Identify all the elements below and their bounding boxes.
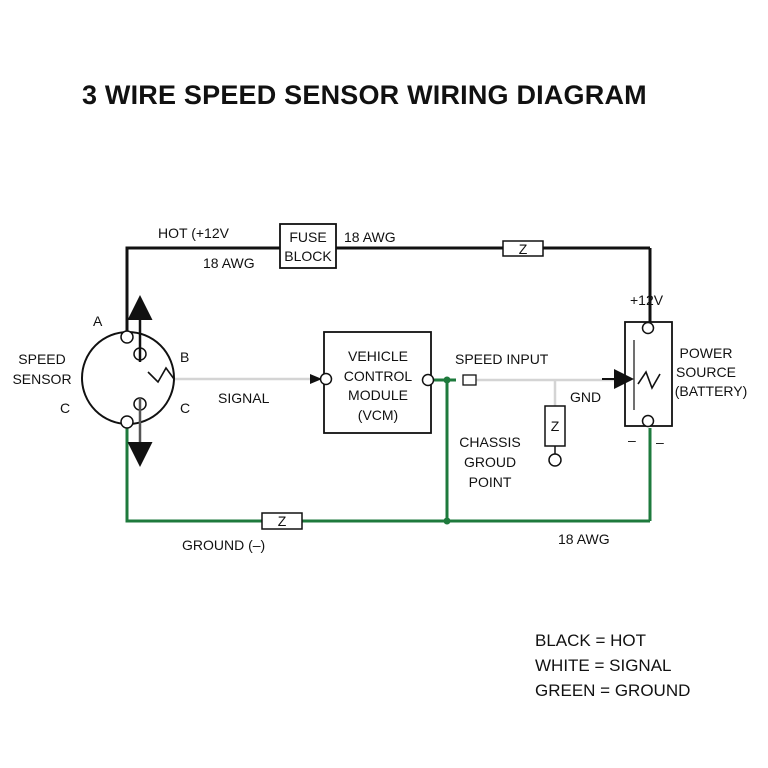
battery-label-line2: SOURCE bbox=[676, 364, 736, 380]
battery-label-line1: POWER bbox=[680, 345, 733, 361]
battery-positive-label: +12V bbox=[630, 292, 664, 308]
speed-input-connector bbox=[462, 374, 477, 386]
hot-wire-resistor: Z bbox=[502, 240, 544, 257]
signal-wire-label: SIGNAL bbox=[218, 390, 270, 406]
chassis-label-line3: POINT bbox=[469, 474, 512, 490]
chassis-ground-point: Z bbox=[544, 405, 566, 467]
battery-label-line3: (BATTERY) bbox=[675, 383, 748, 399]
ground-wire-resistor: Z bbox=[261, 512, 303, 530]
diagram-title: 3 WIRE SPEED SENSOR WIRING DIAGRAM bbox=[82, 80, 647, 110]
hot-wire-label: HOT (+12V bbox=[158, 225, 230, 241]
legend-green-ground: GREEN = GROUND bbox=[535, 681, 690, 700]
hot-wire-gauge-right: 18 AWG bbox=[344, 229, 396, 245]
ground-wire-resistor-symbol: Z bbox=[278, 513, 287, 529]
vcm-label-line4: (VCM) bbox=[358, 407, 398, 423]
fuse-block: FUSE BLOCK bbox=[279, 223, 337, 269]
legend-white-signal: WHITE = SIGNAL bbox=[535, 656, 672, 675]
ground-wire-gauge: 18 AWG bbox=[558, 531, 610, 547]
battery-gnd-label: GND bbox=[570, 389, 601, 405]
legend-black-hot: BLACK = HOT bbox=[535, 631, 646, 650]
vcm-label-line1: VEHICLE bbox=[348, 348, 408, 364]
chassis-resistor-symbol: Z bbox=[551, 418, 560, 434]
sensor-pin-c-left: C bbox=[60, 400, 70, 416]
hot-wire-gauge-left: 18 AWG bbox=[203, 255, 255, 271]
chassis-label-line1: CHASSIS bbox=[459, 434, 520, 450]
sensor-pin-c-right: C bbox=[180, 400, 190, 416]
sensor-label-line1: SPEED bbox=[18, 351, 65, 367]
sensor-label-line2: SENSOR bbox=[12, 371, 71, 387]
ground-wire-label: GROUND (–) bbox=[182, 537, 265, 553]
fuse-block-label-line1: FUSE bbox=[289, 229, 326, 245]
hot-wire bbox=[125, 246, 652, 332]
battery-minus-left: – bbox=[628, 432, 636, 448]
chassis-label-line2: GROUD bbox=[464, 454, 516, 470]
color-legend: BLACK = HOT WHITE = SIGNAL GREEN = GROUN… bbox=[535, 631, 690, 700]
speed-sensor bbox=[81, 295, 175, 467]
signal-wire bbox=[172, 374, 625, 406]
speed-input-label: SPEED INPUT bbox=[455, 351, 549, 367]
hot-wire-resistor-symbol: Z bbox=[519, 241, 528, 257]
power-source-battery bbox=[602, 321, 673, 428]
vehicle-control-module: VEHICLE CONTROL MODULE (VCM) bbox=[319, 331, 435, 434]
sensor-pin-a: A bbox=[93, 313, 103, 329]
vcm-label-line3: MODULE bbox=[348, 387, 408, 403]
fuse-block-label-line2: BLOCK bbox=[284, 248, 332, 264]
ground-wire bbox=[125, 376, 652, 525]
battery-minus-right: – bbox=[656, 434, 664, 450]
vcm-label-line2: CONTROL bbox=[344, 368, 413, 384]
sensor-pin-b: B bbox=[180, 349, 189, 365]
